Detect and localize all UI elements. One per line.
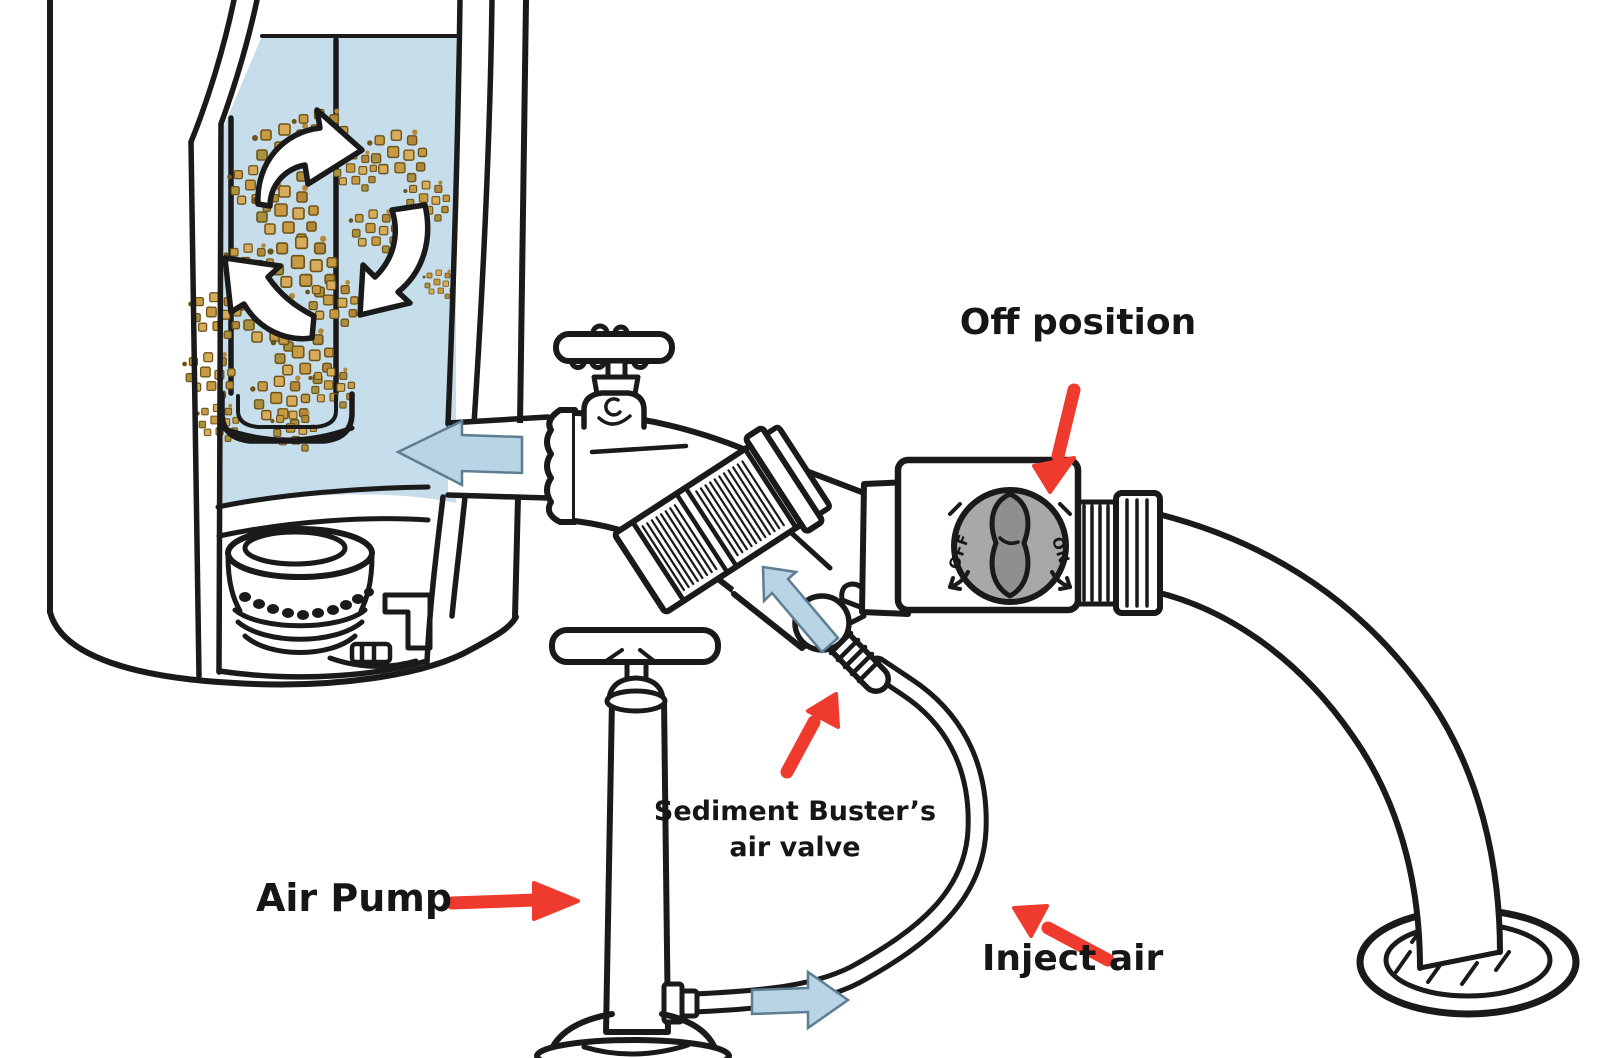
circulation-arrows: [222, 107, 431, 342]
air-pump-barrel: [603, 697, 671, 1035]
annotation-arrow-air-valve: [780, 692, 840, 779]
label-inject-air: Inject air: [982, 938, 1164, 979]
circulation-arrow-top-icon: [255, 107, 365, 209]
flow-arrow-pump-output-icon: [750, 969, 851, 1031]
knob-marks: [948, 502, 1072, 591]
coupling-hatch-1: [641, 504, 718, 592]
label-sediment-buster-line1: Sediment Buster’s: [653, 796, 937, 827]
tank-outline: [47, 0, 529, 688]
dip-tube-collar: [219, 391, 355, 444]
drain-valve-handle: [553, 323, 675, 397]
valve-bonnet: [581, 390, 647, 430]
water-bottom-edge: [215, 484, 431, 510]
air-pump-handle: [549, 627, 721, 665]
label-sediment-buster-line2: air valve: [729, 832, 861, 863]
tank-dome-line: [216, 516, 431, 539]
label-off-position: Off position: [959, 302, 1197, 343]
annotation-arrow-inject-air: [1012, 904, 1115, 967]
sediment-buster: [544, 323, 875, 651]
flow-arrow-inject-icon: [761, 565, 840, 654]
label-sediment-buster-air-valve: Sediment Buster’s air valve: [650, 794, 940, 866]
label-air-pump: Air Pump: [256, 876, 453, 920]
tank-connection-nut: [544, 407, 578, 525]
drain-hose: [1153, 511, 1503, 971]
burner-ports: [239, 587, 374, 620]
tank-outlet-pipe: [395, 414, 551, 501]
shutoff-valve: OFF ON: [859, 456, 1163, 617]
air-pump-base: [534, 1011, 732, 1058]
shutoff-knob: OFF ON: [945, 487, 1074, 605]
coupling-hatch-2: [695, 460, 785, 557]
air-pump: [534, 627, 732, 1058]
annotation-arrow-off-position: [1032, 383, 1081, 494]
burner-bracket: [382, 592, 433, 651]
circulation-arrow-right-icon: [357, 202, 431, 318]
circulation-arrow-left-icon: [222, 255, 317, 342]
burner: [225, 526, 433, 669]
annotation-arrow-air-pump: [445, 881, 580, 921]
burner-pipe-stub: [349, 641, 393, 665]
coupling: [612, 424, 832, 615]
hose-ribs: [1073, 499, 1119, 607]
flow-arrow-into-tank-icon: [395, 419, 524, 488]
water-heater-tank: [47, 0, 529, 688]
